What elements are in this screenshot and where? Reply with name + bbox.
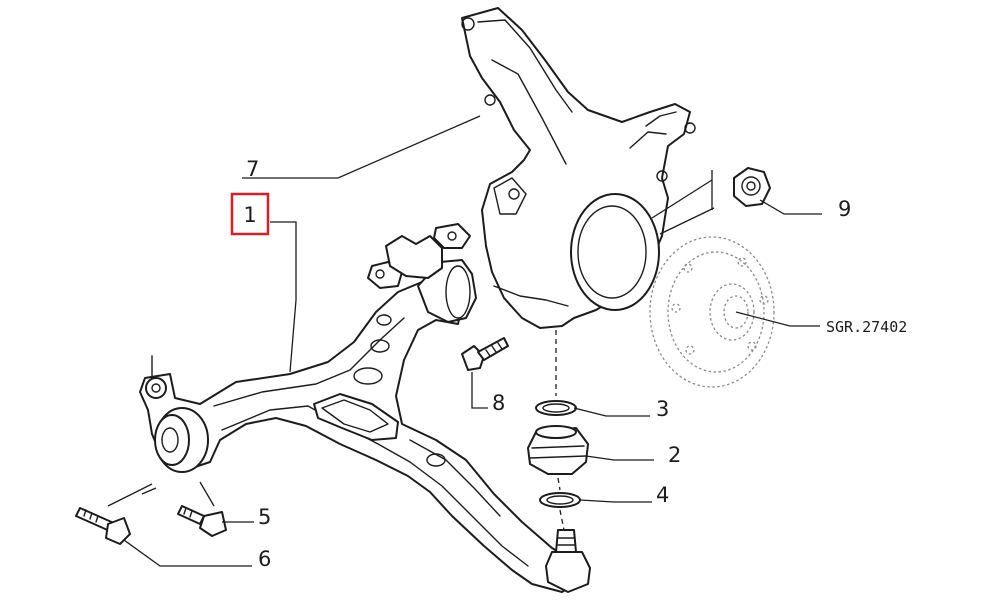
callout-4: 4 <box>656 483 669 507</box>
bolt-5 <box>177 505 227 537</box>
highlight-box <box>230 192 270 236</box>
control-arm <box>139 223 581 593</box>
ball-joint-pin <box>545 529 591 593</box>
leader-lines <box>107 115 822 567</box>
callout-7: 7 <box>246 157 259 181</box>
callout-2: 2 <box>668 443 681 467</box>
bolt-8 <box>461 337 509 371</box>
bolt-6 <box>75 507 131 545</box>
nut-9 <box>733 167 771 207</box>
wheel-hub <box>649 236 775 388</box>
callout-3: 3 <box>656 397 669 421</box>
reference-code-label: SGR.27402 <box>826 318 907 336</box>
callout-1: 1 <box>243 203 256 227</box>
snap-ring-3 <box>535 400 577 416</box>
callout-9: 9 <box>838 197 851 221</box>
dust-boot <box>527 425 589 475</box>
callout-6: 6 <box>258 547 271 571</box>
steering-knuckle <box>461 7 696 329</box>
callout-8: 8 <box>492 391 505 415</box>
snap-ring-4 <box>539 492 581 508</box>
callout-5: 5 <box>258 505 271 529</box>
